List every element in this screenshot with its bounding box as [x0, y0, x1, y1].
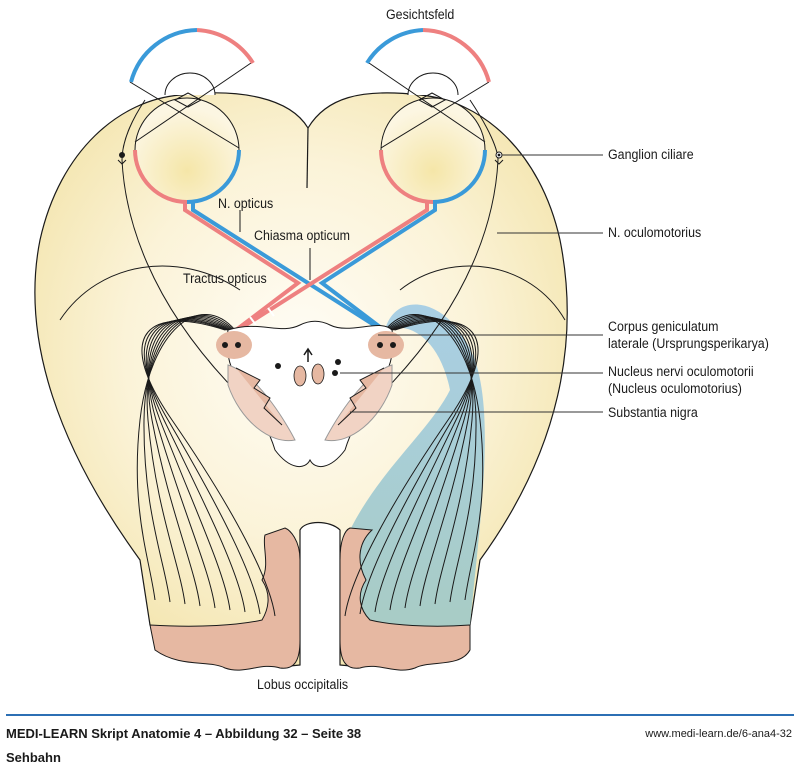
visual-field-left	[129, 28, 255, 83]
footer-source: MEDI-LEARN Skript Anatomie 4 – Abbildung…	[6, 726, 362, 741]
label-corpus-geniculatum-line1: Corpus geniculatum	[608, 319, 719, 334]
temporal-contour-left	[59, 265, 241, 321]
eye-right	[368, 62, 490, 204]
temporal-contour-right	[399, 265, 566, 321]
label-nucleus-oculomotorii-line2: (Nucleus oculomotorius)	[608, 381, 742, 396]
n-oculomotorius-left	[121, 99, 231, 386]
label-n-opticus: N. opticus	[218, 196, 274, 211]
occipital-cortex-right	[339, 527, 471, 671]
occipital-cortex-left	[149, 527, 301, 671]
midbrain	[216, 320, 404, 468]
visual-field-right	[365, 28, 491, 83]
label-substantia-nigra: Substantia nigra	[608, 405, 698, 420]
diagram-canvas	[34, 28, 603, 671]
eye-left	[129, 62, 252, 204]
label-lobus-occipitalis: Lobus occipitalis	[257, 677, 349, 692]
n-oculomotorius-right	[389, 99, 499, 386]
footer-divider	[6, 714, 794, 716]
optic-nerve-chiasm-tract	[183, 202, 437, 332]
figure-title: Sehbahn	[6, 750, 61, 765]
sehbahn-diagram: Gesichtsfeld Ganglion ciliare N. opticus…	[34, 7, 769, 692]
ganglion-ciliare-right	[494, 151, 504, 165]
midline-fissure	[306, 127, 309, 189]
label-chiasma-opticum: Chiasma opticum	[254, 228, 350, 243]
footer-url[interactable]: www.medi-learn.de/6-ana4-32	[645, 728, 792, 740]
radiation-fiber-right	[344, 320, 479, 617]
label-tractus-opticus: Tractus opticus	[183, 271, 267, 286]
label-n-oculomotorius: N. oculomotorius	[608, 225, 702, 240]
ganglion-ciliare-left	[117, 152, 127, 165]
optic-radiation-fibers-right	[344, 314, 484, 617]
label-corpus-geniculatum-line2: laterale (Ursprungsperikarya)	[608, 336, 769, 351]
radiation-fiber-left	[141, 320, 276, 617]
label-gesichtsfeld: Gesichtsfeld	[386, 7, 455, 22]
label-ganglion-ciliare: Ganglion ciliare	[608, 147, 694, 162]
optic-radiation-fibers-left	[136, 314, 276, 617]
label-nucleus-oculomotorii-line1: Nucleus nervi oculomotorii	[608, 364, 754, 379]
